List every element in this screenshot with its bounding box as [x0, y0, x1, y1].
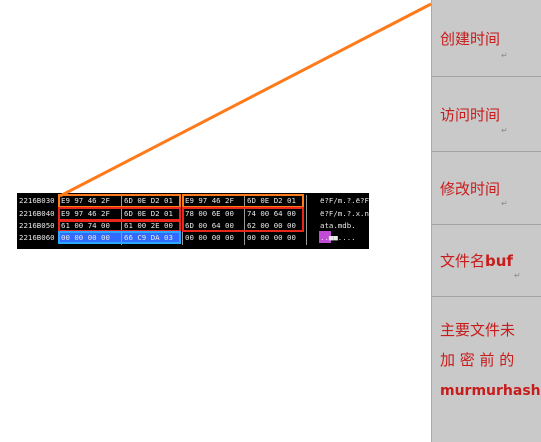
hex-group: 6D 00 64 00: [185, 221, 234, 230]
hex-group: 61 00 74 00: [61, 221, 110, 230]
hex-group: 78 00 6E 00: [185, 209, 234, 218]
label-hash-line3: murmurhash: [440, 383, 541, 399]
label-hash-line1: 主要文件未: [440, 321, 516, 339]
hex-group: 00 00 00 00: [247, 233, 296, 242]
hex-group: E9 97 46 2F: [61, 196, 110, 205]
hex-group: 74 00 64 00: [247, 209, 296, 218]
hex-row: 2216B040 E9 97 46 2F 6D 0E D2 01 78 00 6…: [17, 208, 369, 220]
label-modify-time-text: 修改时间: [440, 179, 501, 198]
hex-group: 6D 0E D2 01: [124, 196, 173, 205]
pilcrow-mark: ↵: [513, 271, 521, 280]
hex-address: 2216B040: [19, 209, 55, 218]
hex-ascii: ..■■....: [320, 233, 356, 242]
label-filename: 文件名 buf↵: [432, 225, 541, 297]
hex-dump-panel: 2216B030 E9 97 46 2F 6D 0E D2 01 E9 97 4…: [17, 193, 369, 249]
hex-group: 66 C9 DA 03: [124, 233, 173, 242]
hex-address: 2216B060: [19, 233, 55, 242]
create-time-box: [58, 194, 181, 208]
hex-group: 62 00 00 00: [247, 221, 296, 230]
hex-ascii: ata.mdb.: [320, 221, 356, 230]
label-filename-buf: buf: [485, 251, 513, 270]
hex-ascii: ё?F/m.?.x.n.t.d.: [320, 209, 369, 218]
hex-row: 2216B060 00 00 00 00 66 C9 DA 03 00 00 0…: [17, 232, 356, 244]
hex-group: 61 00 2E 00: [124, 221, 173, 230]
hex-group: 6D 0E D2 01: [124, 209, 173, 218]
hex-ascii: ё?F/m.?.ё?F/m.?: [320, 196, 369, 205]
hash-bytes-fill: [58, 231, 180, 243]
connector-line: [59, 2, 432, 198]
access-time-box: [182, 194, 304, 208]
hex-group: 00 00 00 00: [61, 233, 110, 242]
hash-box: [58, 231, 181, 244]
label-hash: 主要文件未 加 密 前 的 murmurhash↵: [432, 297, 541, 442]
filename-box: [182, 207, 304, 232]
pilcrow-mark: ↵: [501, 51, 508, 60]
label-access-time-text: 访问时间: [440, 105, 501, 124]
label-modify-time: 修改时间↵: [432, 152, 541, 225]
modify-time-box: [58, 207, 181, 221]
pilcrow-mark: ↵: [501, 126, 508, 135]
label-create-time: 创建时间↵: [432, 0, 541, 77]
hex-row: 2216B030 E9 97 46 2F 6D 0E D2 01 E9 97 4…: [17, 195, 369, 207]
pilcrow-mark: ↵: [501, 199, 508, 208]
hex-address: 2216B030: [19, 196, 55, 205]
hex-group: E9 97 46 2F: [185, 196, 234, 205]
hex-address: 2216B050: [19, 221, 55, 230]
hex-group: 00 00 00 00: [185, 233, 234, 242]
ascii-highlight-fill: [319, 231, 331, 243]
hex-group: 6D 0E D2 01: [247, 196, 296, 205]
hex-group: E9 97 46 2F: [61, 209, 110, 218]
label-access-time: 访问时间↵: [432, 77, 541, 152]
label-hash-line2: 加 密 前 的: [440, 351, 515, 369]
hex-row: 2216B050 61 00 74 00 61 00 2E 00 6D 00 6…: [17, 220, 356, 232]
label-create-time-text: 创建时间: [440, 29, 501, 48]
label-column: 创建时间↵ 访问时间↵ 修改时间↵ 文件名 buf↵ 主要文件未 加 密 前 的…: [431, 0, 541, 442]
label-filename-text: 文件名: [440, 252, 486, 270]
hex-separator: [244, 195, 245, 245]
hex-separator: [306, 195, 307, 245]
